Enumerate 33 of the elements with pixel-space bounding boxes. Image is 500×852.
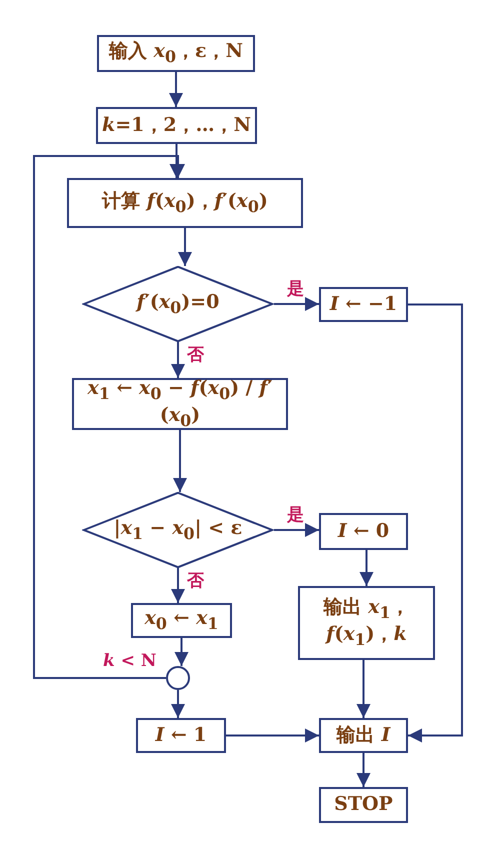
arrow [174,638,188,666]
arrow [408,304,463,742]
arrow [274,523,319,537]
arrow [171,690,185,718]
arrow [356,660,370,718]
process-box: 输入 x$_{0}$，ε，N [97,35,255,72]
decision-diamond: |x$_{1}$ − x$_{0}$| < ε [82,492,274,568]
process-box: 输出 I [319,718,408,753]
process-box: STOP [319,787,408,823]
process-box: k=1，2，…，N [96,107,257,144]
edge-label: 否 [186,346,205,365]
arrow [274,297,319,311]
arrow [171,342,185,378]
process-box: I ← 1 [136,718,226,753]
arrow [226,728,319,742]
arrow [33,155,185,679]
process-box: x$_{1}$ ← x$_{0}$ − f(x$_{0}$) / f′(x$_{0}$) [72,378,288,430]
process-box: I ← −1 [319,287,408,322]
process-box: 计算 f(x$_{0}$)，f′(x$_{0}$) [67,178,303,228]
process-box: x$_{0}$ ← x$_{1}$ [131,603,232,638]
edge-label: 是 [286,280,305,299]
arrow [169,72,183,107]
process-box: 输出 x$_{1}$，f(x$_{1}$)，k [298,586,435,660]
edge-label: 否 [186,572,205,591]
arrow [178,228,192,266]
edge-label: 是 [286,506,305,525]
arrow [171,568,185,603]
junction-circle [166,666,190,690]
process-box: I ← 0 [319,513,408,550]
decision-diamond: f′(x$_{0}$)=0 [82,266,274,342]
arrow [360,550,374,586]
arrow [356,753,370,787]
arrow [173,430,187,492]
